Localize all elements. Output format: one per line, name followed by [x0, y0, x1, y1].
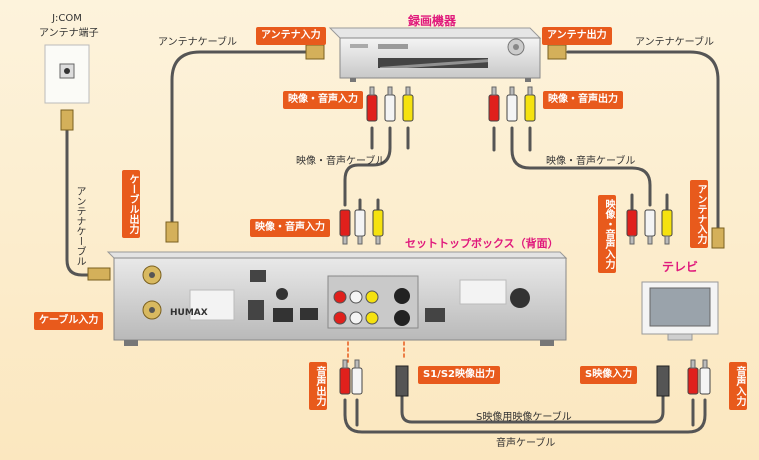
tag-av-out-recorder: 映像・音声出力 — [543, 91, 623, 109]
stb-av-in-plug-3 — [372, 209, 384, 245]
antenna-cable-recorder-to-tv — [566, 50, 720, 230]
tag-audio-out: 音声出力 — [309, 362, 327, 410]
label-av-cable-left: 映像・音声ケーブル — [296, 156, 386, 167]
tv-device — [641, 281, 719, 341]
tag-audio-in: 音声入力 — [729, 362, 747, 410]
recorder-av-out-plug-3 — [524, 86, 536, 122]
stb-av-jacks — [333, 288, 410, 326]
tv-av-in-plug-3 — [661, 209, 673, 245]
s-video-cable — [400, 393, 665, 424]
tag-av-in-tv: 映像・音声入力 — [598, 195, 616, 273]
stb-cable-in-plug — [87, 267, 111, 281]
label-antenna-cable-left: アンテナケーブル — [158, 37, 237, 48]
recorder-device — [328, 27, 542, 82]
settop-box-title: セットトップボックス（背面） — [405, 237, 559, 250]
tag-antenna-in-tv: アンテナ入力 — [690, 180, 708, 248]
label-s-video-cable: S映像用映像ケーブル — [476, 412, 572, 423]
cables — [65, 50, 720, 434]
tag-cable-in: ケーブル入力 — [34, 312, 104, 330]
s-video-plug-right — [656, 365, 670, 397]
label-audio-cable: 音声ケーブル — [496, 438, 556, 449]
brand-logo: HUMAX — [170, 308, 208, 318]
av-cable-left — [343, 126, 392, 207]
tag-antenna-out: アンテナ出力 — [542, 27, 612, 45]
wall-jack-label: J:COM アンテナ端子 — [39, 13, 99, 39]
settop-box-back-panel — [106, 251, 568, 346]
stb-cable-out-plug — [165, 221, 179, 243]
stb-av-in-plug-1 — [339, 209, 351, 245]
tv-audio-in-plug-1 — [687, 359, 699, 395]
recorder-av-out-plug-1 — [488, 86, 500, 122]
s-video-plug-left — [395, 365, 409, 397]
tag-s-video-in: S映像入力 — [580, 366, 638, 384]
label-av-cable-right: 映像・音声ケーブル — [546, 156, 636, 167]
tag-cable-out: ケーブル出力 — [122, 170, 140, 238]
wall-antenna-jack — [44, 44, 90, 131]
recorder-av-out-plug-2 — [506, 86, 518, 122]
recorder-title: 録画機器 — [408, 14, 457, 28]
stb-audio-out-plug-1 — [339, 359, 351, 395]
recorder-av-in-plug-2 — [384, 86, 396, 122]
audio-cable — [343, 398, 707, 434]
tag-av-in-stb: 映像・音声入力 — [250, 219, 330, 237]
antenna-cable-wall — [65, 118, 94, 277]
av-cable-right — [510, 126, 652, 207]
recorder-antenna-in-plug — [305, 44, 325, 60]
recorder-antenna-out-plug — [547, 44, 567, 60]
stb-cable-in-jack — [142, 300, 162, 320]
recorder-av-in-plug-3 — [402, 86, 414, 122]
label-antenna-cable-right: アンテナケーブル — [635, 37, 714, 48]
stb-audio-out-plug-2 — [351, 359, 363, 395]
tv-title: テレビ — [662, 260, 699, 274]
antenna-cable-stb-to-recorder — [170, 50, 320, 237]
tag-av-in-recorder: 映像・音声入力 — [283, 91, 363, 109]
tv-antenna-plug — [711, 227, 725, 249]
recorder-av-in-plug-1 — [366, 86, 378, 122]
tv-av-in-plug-1 — [626, 209, 638, 245]
tv-audio-in-plug-2 — [699, 359, 711, 395]
tag-antenna-in: アンテナ入力 — [256, 27, 326, 45]
tag-s-video-out: S1/S2映像出力 — [418, 366, 500, 384]
tv-av-in-plug-2 — [644, 209, 656, 245]
wall-coax-plug — [60, 109, 74, 131]
stb-cable-out-jack — [142, 265, 162, 285]
stb-av-in-plug-2 — [354, 209, 366, 245]
label-antenna-cable-vertical: アンテナケーブル — [74, 186, 85, 266]
